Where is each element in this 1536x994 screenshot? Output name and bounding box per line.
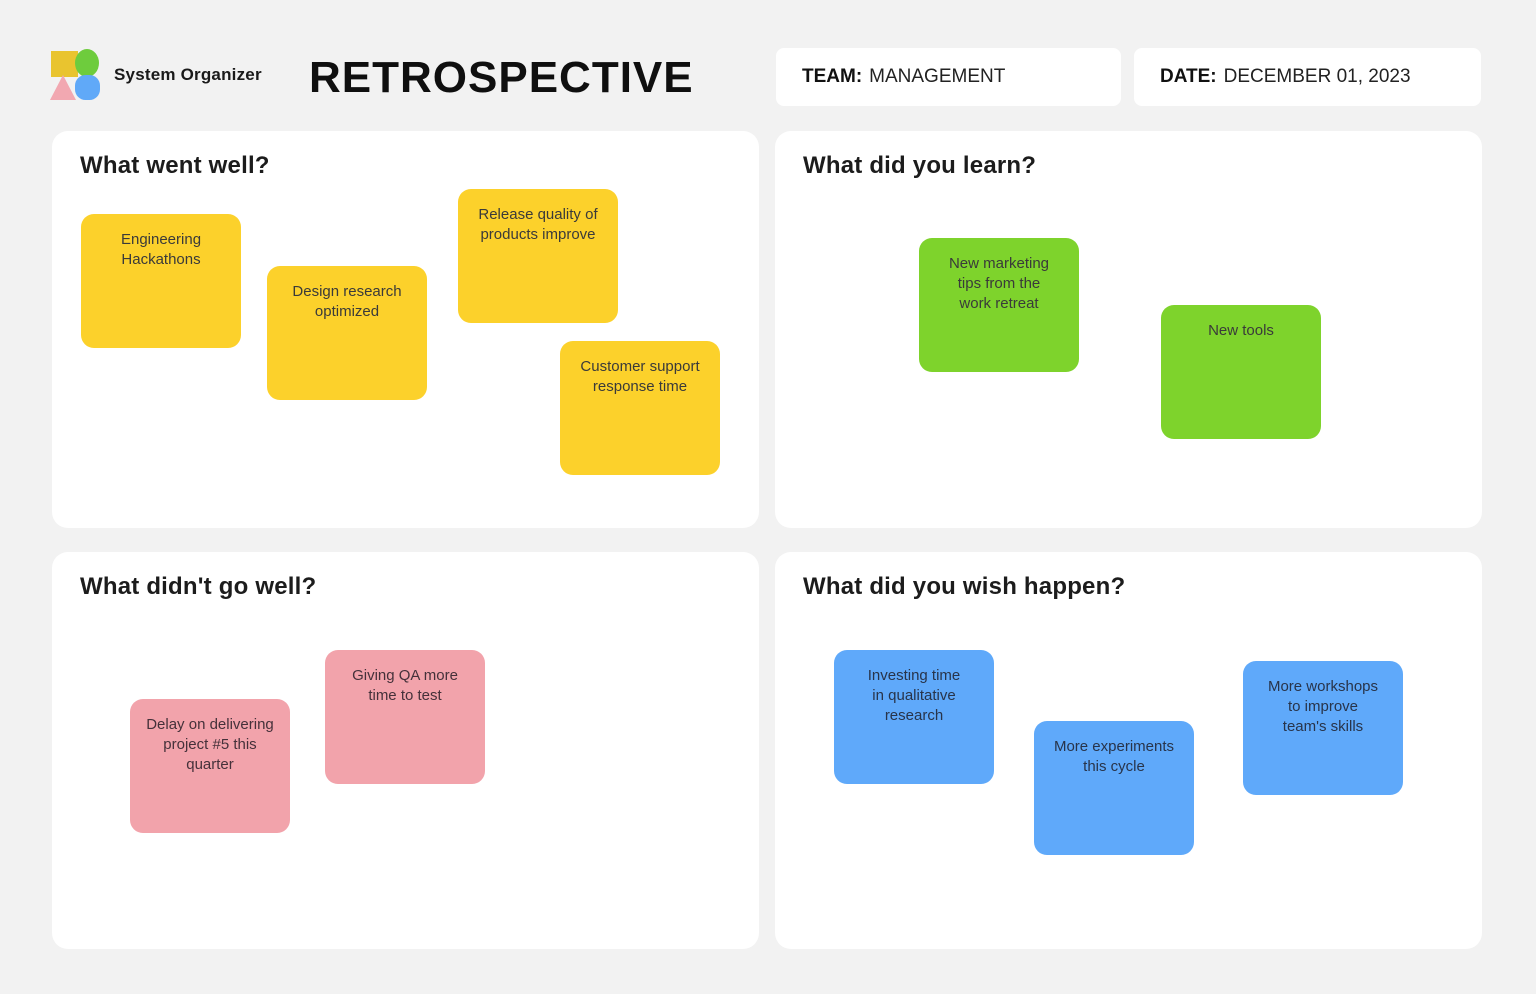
pink-triangle-icon bbox=[50, 75, 76, 100]
team-field[interactable]: TEAM: MANAGEMENT bbox=[776, 48, 1121, 106]
section-title-wish-happened: What did you wish happen? bbox=[803, 573, 1126, 600]
yellow-square-icon bbox=[51, 51, 78, 77]
panel-didnt-go-well: What didn't go well? Delay on delivering… bbox=[52, 552, 759, 949]
section-title-went-well: What went well? bbox=[80, 152, 270, 179]
team-label: TEAM: bbox=[802, 66, 863, 87]
sticky-note[interactable]: Delay on delivering project #5 this quar… bbox=[130, 699, 290, 833]
brand: System Organizer bbox=[50, 49, 262, 101]
sticky-note[interactable]: Engineering Hackathons bbox=[81, 214, 241, 348]
team-value: MANAGEMENT bbox=[869, 66, 1006, 87]
page-title: RETROSPECTIVE bbox=[309, 53, 694, 102]
sticky-note[interactable]: More workshops to improve team's skills bbox=[1243, 661, 1403, 795]
date-label: DATE: bbox=[1160, 66, 1217, 87]
sticky-note[interactable]: Customer support response time bbox=[560, 341, 720, 475]
panel-went-well: What went well? Engineering Hackathons D… bbox=[52, 131, 759, 528]
panel-wish-happened: What did you wish happen? Investing time… bbox=[775, 552, 1482, 949]
panel-learned: What did you learn? New marketing tips f… bbox=[775, 131, 1482, 528]
sticky-note[interactable]: Design research optimized bbox=[267, 266, 427, 400]
green-ellipse-icon bbox=[75, 49, 99, 77]
sticky-note[interactable]: Release quality of products improve bbox=[458, 189, 618, 323]
date-value: DECEMBER 01, 2023 bbox=[1223, 66, 1411, 87]
section-title-learned: What did you learn? bbox=[803, 152, 1037, 179]
sticky-note[interactable]: New tools bbox=[1161, 305, 1321, 439]
sticky-note[interactable]: More experiments this cycle bbox=[1034, 721, 1194, 855]
logo bbox=[50, 49, 102, 101]
brand-name: System Organizer bbox=[114, 65, 262, 84]
blue-round-square-icon bbox=[75, 75, 100, 100]
date-field[interactable]: DATE: DECEMBER 01, 2023 bbox=[1134, 48, 1481, 106]
section-title-didnt-go-well: What didn't go well? bbox=[80, 573, 317, 600]
sticky-note[interactable]: Investing time in qualitative research bbox=[834, 650, 994, 784]
sticky-note[interactable]: New marketing tips from the work retreat bbox=[919, 238, 1079, 372]
sticky-note[interactable]: Giving QA more time to test bbox=[325, 650, 485, 784]
